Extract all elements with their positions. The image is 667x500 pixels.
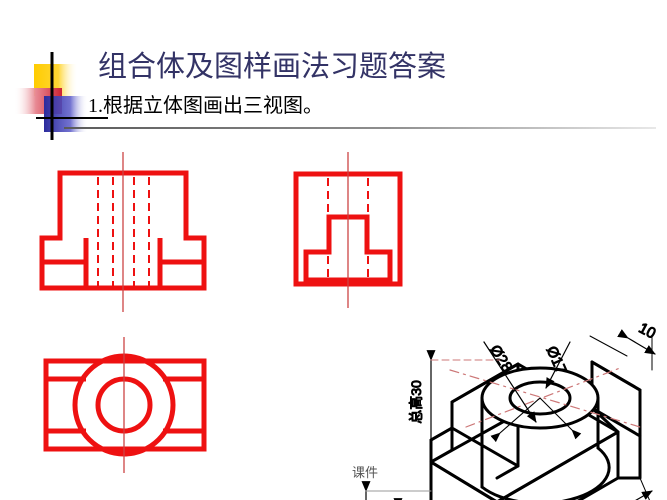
dim-top10-label: 10 xyxy=(636,320,659,343)
dim-dia28-leader-far xyxy=(430,343,483,392)
iso-right-block-front xyxy=(590,406,642,438)
dimension-width-44: 44 xyxy=(483,477,653,500)
page-subtitle: 1.根据立体图画出三视图。 xyxy=(88,95,323,117)
dimension-top-10: 10 xyxy=(589,319,659,371)
header-divider xyxy=(64,127,656,129)
dimension-total-height-30: 总高30 xyxy=(408,350,501,451)
view-side xyxy=(293,152,403,308)
front-view-outline xyxy=(39,170,207,291)
header-decoration xyxy=(14,52,108,140)
footer-note: 课件 xyxy=(352,465,379,480)
dim-dia28-label: Ø28 xyxy=(486,342,515,375)
engineering-drawing-area: Ø28 Ø17 10 总高30 xyxy=(39,152,659,500)
dim-dia17-leader xyxy=(545,341,571,389)
dim-top10-line xyxy=(617,329,656,355)
page-title: 组合体及图样画法习题答案 xyxy=(98,51,447,83)
dim-h30-label: 总高30 xyxy=(408,380,424,424)
view-front xyxy=(39,152,207,312)
view-top xyxy=(43,337,207,473)
iso-bore-leader-a xyxy=(490,397,541,443)
iso-centerline-axis-2 xyxy=(465,367,621,428)
top-view-outer-rect xyxy=(43,358,207,452)
iso-right-block-lower-edge xyxy=(616,434,642,480)
iso-centerline-axis-1 xyxy=(449,369,641,428)
view-isometric: Ø28 Ø17 10 总高30 xyxy=(361,319,659,500)
iso-step-middle-top xyxy=(429,426,520,480)
dim-top10-ext-1 xyxy=(589,335,628,357)
iso-bore-leader-b xyxy=(539,397,582,440)
dimension-height-23: 23 xyxy=(361,481,432,500)
iso-right-block-top xyxy=(590,360,642,392)
